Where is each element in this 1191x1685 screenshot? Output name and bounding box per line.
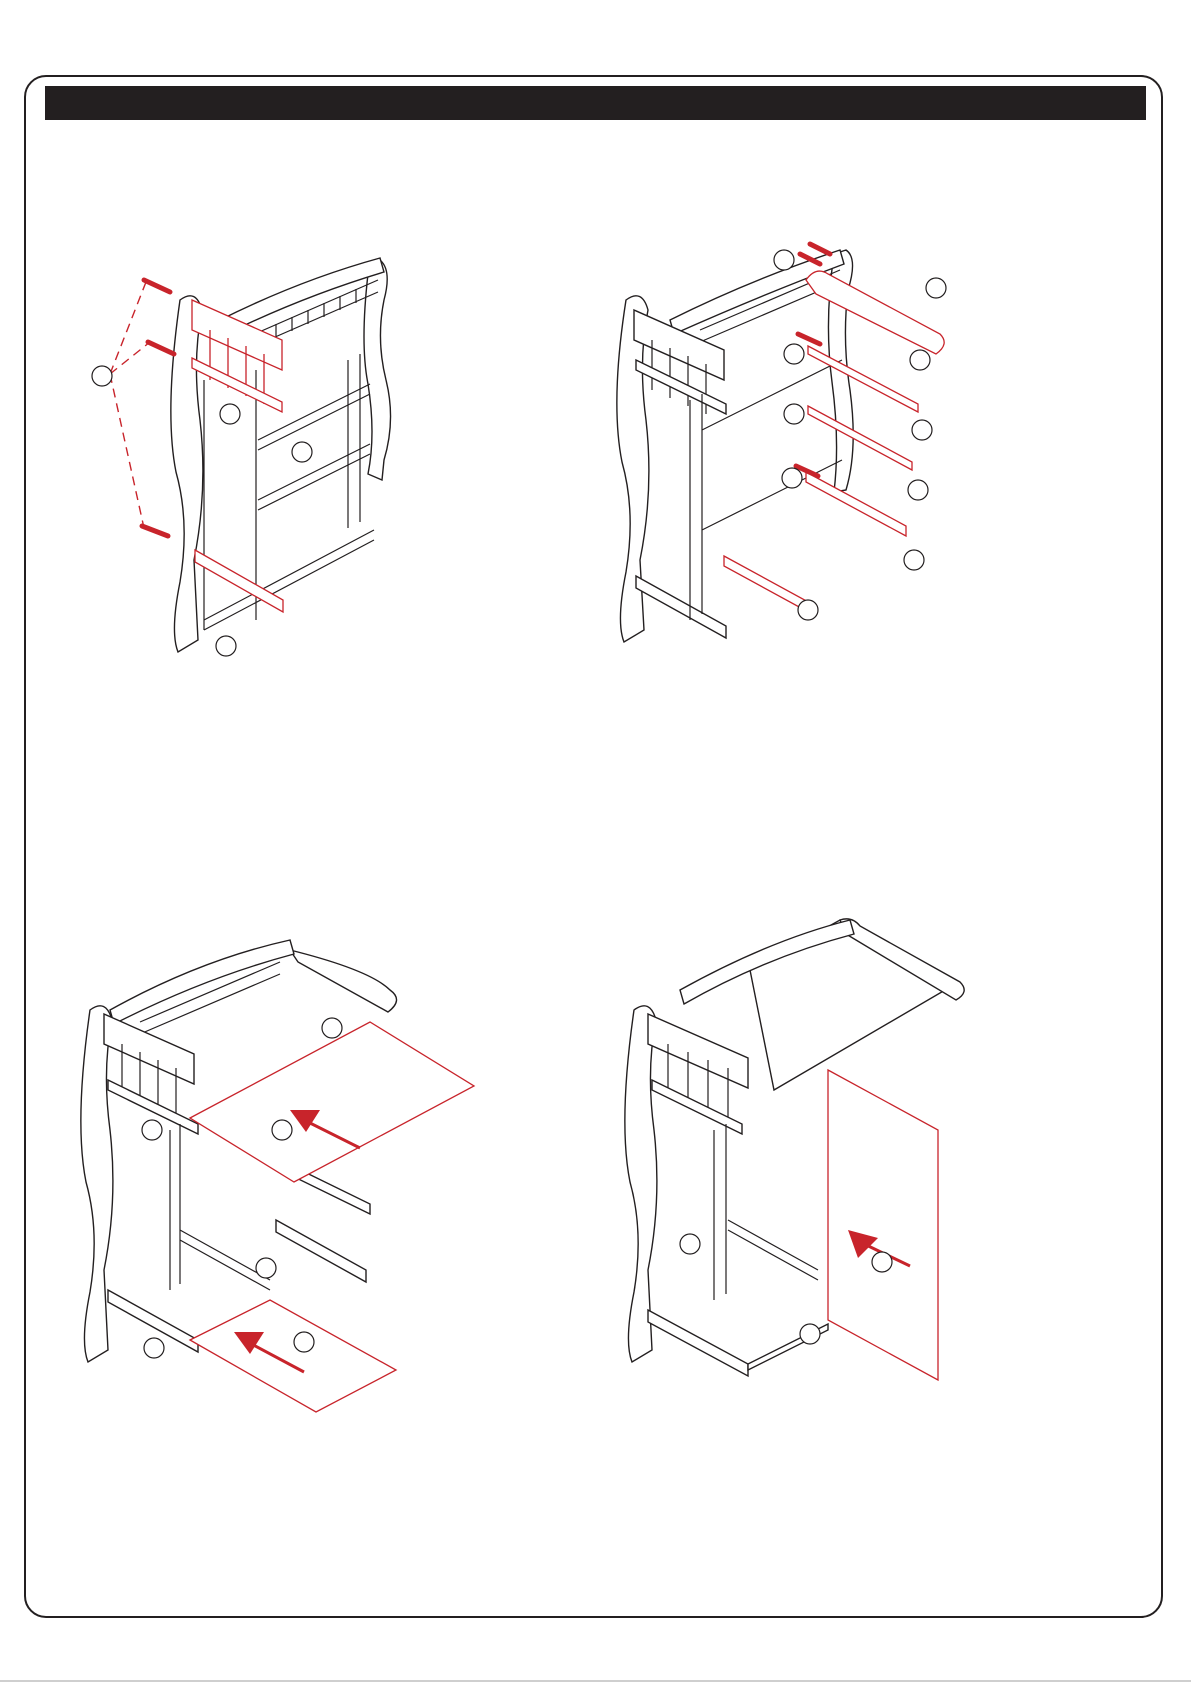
callout-bubble <box>220 404 240 424</box>
callout-bubble <box>910 350 930 370</box>
callout-bubble <box>798 600 818 620</box>
callout-bubble <box>256 1258 276 1278</box>
callout-bubble <box>272 1120 292 1140</box>
step-2-illustration <box>630 230 1010 670</box>
callout-bubble <box>782 468 802 488</box>
callout-bubble <box>784 344 804 364</box>
callout-bubble <box>904 550 924 570</box>
callout-bubble <box>926 278 946 298</box>
assembly-step-3-diagram <box>60 930 500 1410</box>
header-bar <box>45 86 1146 120</box>
callout-bubble <box>800 1324 820 1344</box>
assembly-step-1-diagram <box>80 240 440 670</box>
callout-bubble <box>774 250 794 270</box>
assembly-step-2-diagram <box>630 230 1010 670</box>
step-1-illustration <box>80 240 440 670</box>
callout-bubble <box>216 636 236 656</box>
callout-bubble <box>912 420 932 440</box>
callout-bubble <box>92 366 112 386</box>
callout-bubble <box>784 404 804 424</box>
callout-bubble <box>322 1018 342 1038</box>
callout-bubble <box>908 480 928 500</box>
callout-bubble <box>142 1120 162 1140</box>
header-text <box>45 93 59 113</box>
step-4-illustration <box>640 930 1060 1450</box>
callout-bubble <box>294 1332 314 1352</box>
callout-bubble <box>144 1338 164 1358</box>
callout-bubble <box>872 1252 892 1272</box>
step-3-illustration <box>60 930 500 1410</box>
page-bottom-edge <box>0 1680 1191 1682</box>
callout-bubble <box>680 1234 700 1254</box>
assembly-step-4-diagram <box>640 930 1060 1450</box>
callout-bubble <box>292 442 312 462</box>
